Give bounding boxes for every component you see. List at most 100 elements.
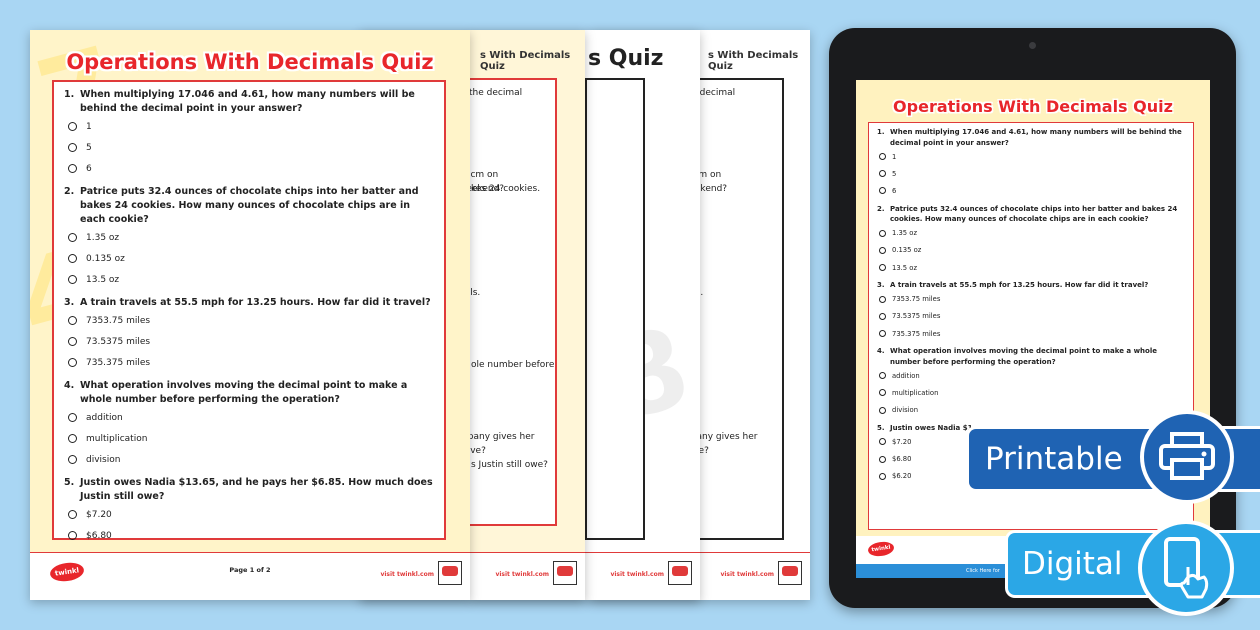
option-label: division xyxy=(86,454,121,465)
answer-option[interactable]: 73.5375 miles xyxy=(68,331,434,352)
answer-option[interactable]: 1 xyxy=(879,148,1185,165)
answer-option[interactable]: 0.135 oz xyxy=(68,248,434,269)
question-4: 4.What operation involves moving the dec… xyxy=(877,346,1185,367)
question-number: 5. xyxy=(64,477,75,488)
text-fragment: ole number before xyxy=(471,360,555,370)
answer-option[interactable]: 1.35 oz xyxy=(68,227,434,248)
option-label: $6.80 xyxy=(86,530,112,541)
camera-icon xyxy=(1029,42,1036,49)
answer-option[interactable]: 1.35 oz xyxy=(879,225,1185,242)
option-label: 1 xyxy=(86,121,92,132)
radio-button[interactable] xyxy=(879,264,886,272)
radio-button[interactable] xyxy=(879,372,886,380)
answer-option[interactable]: division xyxy=(68,449,434,470)
answer-option[interactable]: division xyxy=(879,402,1185,419)
radio-button[interactable] xyxy=(879,229,886,237)
radio-button[interactable] xyxy=(68,358,77,367)
digital-label: Digital xyxy=(1022,546,1123,582)
text-fragment: .7 cm on xyxy=(682,170,722,180)
answer-option[interactable]: 7353.75 miles xyxy=(68,310,434,331)
radio-button[interactable] xyxy=(68,122,77,131)
question-4: 4. What operation involves moving the dec… xyxy=(64,379,434,407)
answer-option[interactable]: addition xyxy=(879,367,1185,384)
partial-title: s With Decimals Quiz xyxy=(708,50,799,72)
option-label: multiplication xyxy=(892,388,939,397)
text-fragment: the decimal xyxy=(469,88,523,98)
text-fragment: mpany gives her xyxy=(682,432,758,442)
option-label: $7.20 xyxy=(892,437,912,446)
answer-option[interactable]: 0.135 oz xyxy=(879,242,1185,259)
answer-option[interactable]: $6.80 xyxy=(879,450,1185,467)
radio-button[interactable] xyxy=(68,233,77,242)
answer-option[interactable]: $7.20 xyxy=(879,433,1185,450)
radio-button[interactable] xyxy=(68,337,77,346)
option-label: 6 xyxy=(86,163,92,174)
answer-option[interactable]: 73.5375 miles xyxy=(879,308,1185,325)
text-fragment: weekend? xyxy=(682,184,728,194)
tablet-touch-icon xyxy=(1138,520,1234,616)
radio-button[interactable] xyxy=(879,312,886,320)
radio-button[interactable] xyxy=(879,170,886,178)
answer-option[interactable]: $7.20 xyxy=(68,504,434,525)
tablet-quiz-title: Operations With Decimals Quiz xyxy=(893,97,1173,116)
radio-button[interactable] xyxy=(68,164,77,173)
answer-option[interactable]: 13.5 oz xyxy=(68,269,434,290)
radio-button[interactable] xyxy=(68,510,77,519)
radio-button[interactable] xyxy=(68,434,77,443)
answer-option[interactable]: 6 xyxy=(68,158,434,179)
quality-badge-icon xyxy=(438,561,462,585)
question-number: 5. xyxy=(877,423,885,432)
question-1: 1.When multiplying 17.046 and 4.61, how … xyxy=(64,88,434,116)
answer-option[interactable]: addition xyxy=(68,407,434,428)
radio-button[interactable] xyxy=(879,295,886,303)
radio-button[interactable] xyxy=(68,413,77,422)
radio-button[interactable] xyxy=(68,143,77,152)
answer-option[interactable]: 5 xyxy=(68,137,434,158)
radio-button[interactable] xyxy=(879,330,886,338)
radio-button[interactable] xyxy=(879,389,886,397)
answer-option[interactable]: 6 xyxy=(879,182,1185,199)
radio-button[interactable] xyxy=(879,438,886,446)
radio-button[interactable] xyxy=(68,275,77,284)
radio-button[interactable] xyxy=(879,406,886,414)
option-label: 0.135 oz xyxy=(892,246,922,255)
radio-button[interactable] xyxy=(879,187,886,195)
answer-option[interactable]: 1 xyxy=(68,116,434,137)
answer-option[interactable]: multiplication xyxy=(68,428,434,449)
quality-badge-icon xyxy=(668,561,692,585)
question-text: What operation involves moving the decim… xyxy=(80,380,408,405)
answer-option[interactable]: $6.80 xyxy=(68,525,434,546)
question-number: 4. xyxy=(64,380,75,391)
radio-button[interactable] xyxy=(879,472,886,480)
text-fragment: the decimal xyxy=(682,88,736,98)
radio-button[interactable] xyxy=(68,455,77,464)
question-box: the decimal .7 cm on weekend? kes 24 coo… xyxy=(459,78,557,526)
question-text: Patrice puts 32.4 ounces of chocolate ch… xyxy=(890,204,1178,224)
answer-option[interactable]: multiplication xyxy=(879,384,1185,401)
radio-button[interactable] xyxy=(879,246,886,254)
radio-button[interactable] xyxy=(68,316,77,325)
option-label: 0.135 oz xyxy=(86,253,125,264)
question-box: the decimal .7 cm on weekend? nals. mpan… xyxy=(682,78,784,540)
answer-option[interactable]: $6.20 xyxy=(879,468,1185,485)
page-footer: twinkl Page 1 of 2 visit twinkl.com xyxy=(30,552,470,600)
radio-button[interactable] xyxy=(68,531,77,540)
answer-option[interactable]: 735.375 miles xyxy=(68,352,434,373)
partial-title: s With Decimals Quiz xyxy=(480,50,571,72)
text-fragment: weekend? xyxy=(459,184,505,194)
question-number: 2. xyxy=(64,186,75,197)
answer-option[interactable]: 7353.75 miles xyxy=(879,291,1185,308)
text-fragment: s Justin still owe? xyxy=(471,460,548,470)
radio-button[interactable] xyxy=(879,153,886,161)
question-number: 4. xyxy=(877,347,885,356)
question-number: 3. xyxy=(64,297,75,308)
radio-button[interactable] xyxy=(68,254,77,263)
radio-button[interactable] xyxy=(879,455,886,463)
answer-option[interactable]: 13.5 oz xyxy=(879,259,1185,276)
question-text: When multiplying 17.046 and 4.61, how ma… xyxy=(80,89,415,114)
option-label: $6.80 xyxy=(892,455,912,464)
answer-option[interactable]: 735.375 miles xyxy=(879,325,1185,342)
text-fragment: mpany gives her xyxy=(459,432,535,442)
option-label: 735.375 miles xyxy=(892,329,941,338)
answer-option[interactable]: 5 xyxy=(879,165,1185,182)
